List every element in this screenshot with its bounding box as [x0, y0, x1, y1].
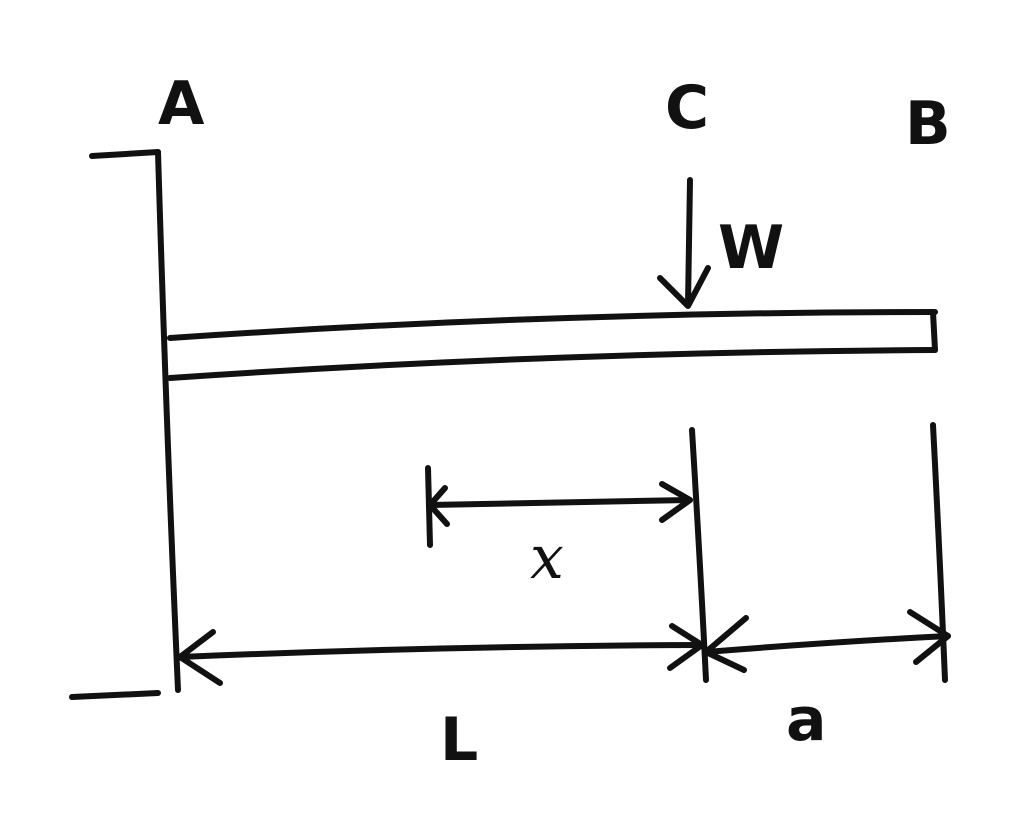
dimension-x: [425, 465, 693, 548]
dimension-a-line: [703, 633, 951, 655]
dimension-a-left-arrowhead: [703, 615, 749, 673]
label-point-b: B: [905, 89, 951, 159]
beam-top-edge: [167, 309, 938, 341]
wall-top-tick: [89, 149, 161, 159]
label-point-a: A: [158, 69, 205, 139]
beam-free-end: [930, 309, 938, 353]
dimension-a-right-arrowhead: [907, 609, 951, 665]
dimension-x-right-arrowhead: [659, 481, 693, 523]
dimension-x-line: [427, 497, 693, 508]
extension-line-b: [930, 422, 948, 683]
dimension-l-right-arrowhead: [667, 623, 705, 671]
beam-bottom-edge: [167, 347, 938, 381]
dimension-l-left-arrowhead: [177, 629, 223, 686]
label-dimension-l: L: [440, 705, 478, 775]
dimension-l: [177, 623, 705, 686]
beam: [167, 309, 938, 381]
label-dimension-x: x: [530, 523, 564, 593]
dimension-x-left-arrowhead: [427, 485, 450, 527]
label-point-c: C: [665, 73, 709, 143]
label-load-w: W: [718, 213, 784, 283]
load-arrow: [657, 177, 711, 309]
wall-bottom-tick: [69, 690, 161, 700]
load-arrow-shaft: [685, 177, 693, 308]
load-arrow-head: [657, 265, 711, 309]
label-dimension-a: a: [786, 685, 827, 755]
wall-line: [155, 149, 181, 693]
dimension-a: [703, 609, 951, 673]
wall-support: [69, 149, 181, 700]
dimension-l-line: [177, 642, 705, 660]
